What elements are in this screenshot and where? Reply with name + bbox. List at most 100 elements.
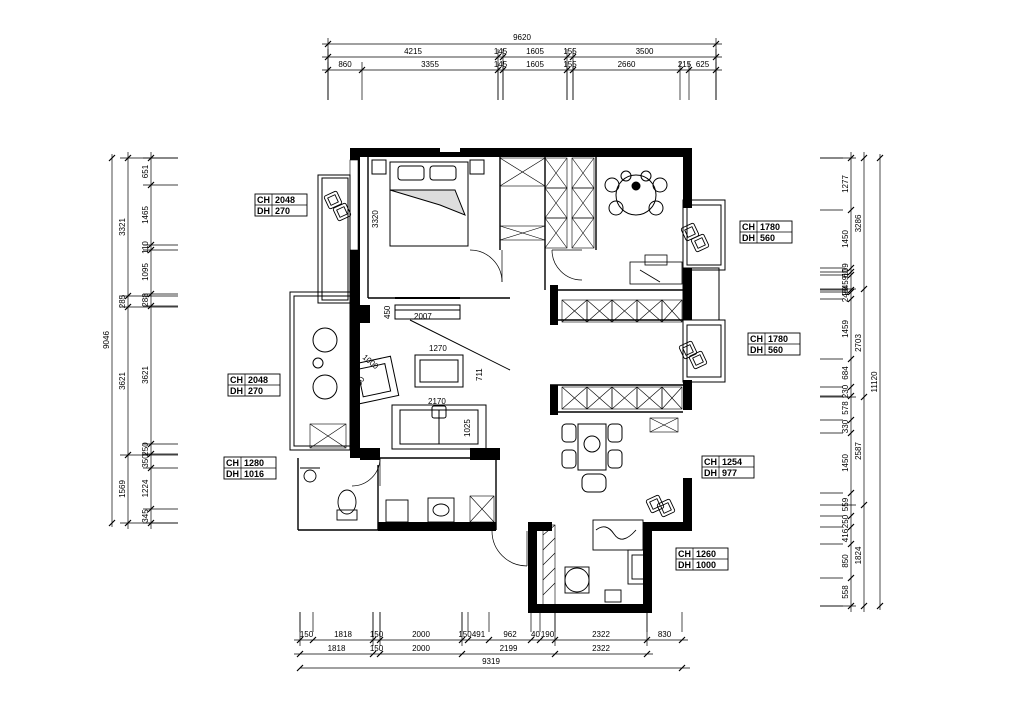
- dim-right2-5: 90: [841, 286, 850, 295]
- dim-bot1-10: 830: [658, 630, 672, 639]
- tag-ch-label: CH: [230, 375, 243, 385]
- dim-bot1-6: 962: [503, 630, 517, 639]
- kitchen-fixtures: [564, 519, 651, 603]
- dim-right2-7: 1459: [841, 320, 850, 338]
- label-tv-depth: 711: [475, 368, 484, 381]
- cabinet-9: [586, 299, 613, 323]
- dim-left1-1: 285: [118, 294, 127, 308]
- dim-right1-2: 2587: [854, 442, 863, 460]
- tag-ch-value: 1280: [244, 458, 264, 468]
- dim-left1-3: 1569: [118, 480, 127, 498]
- tag-ch-label: CH: [742, 222, 755, 232]
- cabinet-14: [586, 386, 613, 410]
- dim-right2-3: 60: [841, 269, 850, 278]
- doors: [351, 249, 583, 567]
- dim-top1-0: 4215: [404, 47, 422, 56]
- label-sofa-depth: 1025: [463, 419, 472, 437]
- dim-bot2-3: 2199: [500, 644, 518, 653]
- tag-dh-value: 1000: [696, 560, 716, 570]
- cabinet-18: [309, 423, 347, 449]
- armchair-6: [645, 494, 665, 514]
- dim-left2-1: 1465: [141, 206, 150, 224]
- dim-bot2-0: 1818: [328, 644, 346, 653]
- dim-top2-3: 1605: [526, 60, 544, 69]
- interior-walls: [297, 157, 683, 531]
- tag-ch-value: 1260: [696, 549, 716, 559]
- cabinet-16: [636, 386, 663, 410]
- dim-left-total: 9046: [102, 331, 111, 349]
- armchair-0: [323, 190, 343, 210]
- armchair-1: [332, 202, 352, 222]
- dim-right2-9: 230: [841, 384, 850, 398]
- dim-top2-0: 860: [338, 60, 352, 69]
- armchair-4: [678, 340, 698, 360]
- tag-dh-value: 977: [722, 468, 737, 478]
- label-bedroom-width: 3320: [371, 210, 380, 228]
- dim-top2-5: 2660: [618, 60, 636, 69]
- dim-right2-12: 1450: [841, 454, 850, 472]
- cabinet-2: [544, 157, 568, 189]
- dim-top1-3: 155: [563, 47, 577, 56]
- armchair-5: [688, 350, 708, 370]
- tag-ch-value: 2048: [275, 195, 295, 205]
- dim-right2-2: 109: [841, 263, 850, 277]
- label-living-span: 2007: [414, 312, 432, 321]
- dim-right1-3: 1824: [854, 546, 863, 564]
- round-table: [604, 170, 668, 216]
- cabinet-19: [469, 495, 495, 523]
- dim-left2-0: 651: [141, 164, 150, 178]
- dim-right1-1: 2703: [854, 334, 863, 352]
- tag-dh-label: DH: [750, 345, 763, 355]
- tag-ch-value: 1780: [760, 222, 780, 232]
- armchair-7: [656, 498, 676, 518]
- cabinet-4: [544, 217, 568, 249]
- dim-right-total: 11120: [870, 371, 879, 393]
- dim-left2-8: 1224: [141, 479, 150, 497]
- cabinet-6: [571, 187, 595, 219]
- tag-dh-value: 1016: [244, 469, 264, 479]
- dim-bot1-4: 150: [458, 630, 472, 639]
- dining-table: [561, 423, 623, 493]
- dim-right2-17: 558: [841, 585, 850, 599]
- tag-ch-label: CH: [750, 334, 763, 344]
- cabinet-15: [611, 386, 638, 410]
- dim-top-total: 9620: [513, 33, 531, 42]
- sofa: [391, 404, 487, 450]
- dim-right2-4: 459: [841, 275, 850, 289]
- cabinet-5: [571, 157, 595, 189]
- dim-right2-14: 250: [841, 514, 850, 528]
- dim-right2-6: 240: [841, 288, 850, 302]
- dim-left2-7: 350: [141, 454, 150, 468]
- tag-dh-label: DH: [230, 386, 243, 396]
- dim-bot1-7: 40: [531, 630, 540, 639]
- dim-right2-0: 1277: [841, 175, 850, 193]
- dim-right2-1: 1450: [841, 230, 850, 248]
- tag-dh-value: 270: [275, 206, 290, 216]
- dim-top2-4: 155: [563, 60, 577, 69]
- dim-right1-0: 3286: [854, 214, 863, 232]
- exterior-walls: [350, 148, 692, 613]
- dim-left2-6: 250: [141, 442, 150, 456]
- dim-right2-10: 578: [841, 401, 850, 415]
- armchair-3: [690, 233, 710, 253]
- dim-bot1-3: 2000: [412, 630, 430, 639]
- tag-dh-label: DH: [257, 206, 270, 216]
- cabinet-11: [636, 299, 663, 323]
- cabinet-10: [611, 299, 638, 323]
- desk: [629, 254, 683, 285]
- tag-dh-label: DH: [226, 469, 239, 479]
- tag-ch-label: CH: [257, 195, 270, 205]
- label-tv-width: 1270: [429, 344, 447, 353]
- tag-dh-label: DH: [742, 233, 755, 243]
- dimension-lines: [108, 38, 884, 672]
- tag-dh-value: 560: [768, 345, 783, 355]
- bathroom-fixtures: [300, 467, 455, 523]
- tag-ch-label: CH: [226, 458, 239, 468]
- dim-top2-2: 145: [494, 60, 508, 69]
